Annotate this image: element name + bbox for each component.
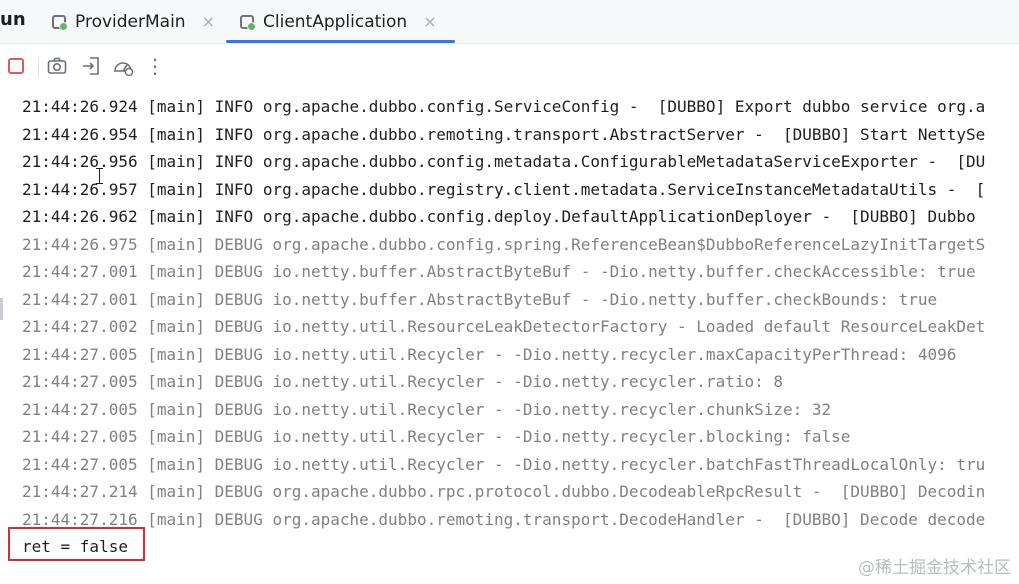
gutter-marker xyxy=(0,298,3,320)
log-line: 21:44:27.216 [main] DEBUG org.apache.dub… xyxy=(22,509,986,529)
log-line: 21:44:26.954 [main] INFO org.apache.dubb… xyxy=(22,124,986,144)
restore-layout-button[interactable] xyxy=(78,53,104,79)
log-line: 21:44:26.956 [main] INFO org.apache.dubb… xyxy=(22,152,986,171)
screenshot-button[interactable] xyxy=(44,53,70,79)
log-line: 21:44:27.005 [main] DEBUG io.netty.util.… xyxy=(22,372,783,391)
log-line: 21:44:27.005 [main] DEBUG io.netty.util.… xyxy=(22,344,957,364)
text-cursor-icon xyxy=(96,168,103,184)
camera-icon xyxy=(47,57,67,74)
speedometer-icon xyxy=(114,62,134,76)
more-options-icon: ⋮ xyxy=(145,54,165,78)
profiler-button[interactable] xyxy=(110,53,136,79)
result-highlight-box xyxy=(8,527,145,561)
run-tool-window-label: un xyxy=(0,9,26,30)
tab-provider-main[interactable]: ProviderMain × xyxy=(52,0,215,43)
close-icon[interactable]: × xyxy=(423,12,437,31)
watermark: @稀土掘金技术社区 xyxy=(858,558,1011,578)
log-line: 21:44:27.001 [main] DEBUG io.netty.buffe… xyxy=(22,289,938,309)
stop-button[interactable] xyxy=(3,53,29,79)
log-line: 21:44:26.975 [main] DEBUG org.apache.dub… xyxy=(22,234,986,254)
result-output-line: ret = false xyxy=(22,537,128,556)
run-config-icon xyxy=(240,14,256,31)
tab-client-application[interactable]: ClientApplication × xyxy=(226,0,455,43)
tab-label: ClientApplication xyxy=(263,11,408,32)
log-line: 21:44:26.962 [main] INFO org.apache.dubb… xyxy=(22,207,976,226)
log-line: 21:44:27.002 [main] DEBUG io.netty.util.… xyxy=(22,317,986,336)
log-line: 21:44:27.005 [main] DEBUG io.netty.util.… xyxy=(22,454,986,474)
toolbar-divider xyxy=(38,57,39,77)
log-line: 21:44:27.214 [main] DEBUG org.apache.dub… xyxy=(22,482,986,501)
more-options-button[interactable]: ⋮ xyxy=(142,53,168,79)
stop-icon xyxy=(8,58,24,74)
log-line: 21:44:27.005 [main] DEBUG io.netty.util.… xyxy=(22,427,851,446)
run-config-icon xyxy=(52,14,68,31)
console-output[interactable]: 21:44:26.924 [main] INFO org.apache.dubb… xyxy=(22,93,1019,584)
log-line: 21:44:27.005 [main] DEBUG io.netty.util.… xyxy=(22,399,832,419)
log-line: 21:44:27.001 [main] DEBUG io.netty.buffe… xyxy=(22,262,976,281)
log-line: 21:44:26.924 [main] INFO org.apache.dubb… xyxy=(22,97,986,116)
editor-tab-bar: un ProviderMain × ClientApplication × xyxy=(0,0,1019,44)
run-toolbar: ⋮ xyxy=(0,44,1019,88)
restore-layout-icon xyxy=(83,57,99,75)
log-line: 21:44:26.957 [main] INFO org.apache.dubb… xyxy=(22,179,986,199)
close-icon[interactable]: × xyxy=(201,12,215,31)
tab-label: ProviderMain xyxy=(75,11,186,32)
